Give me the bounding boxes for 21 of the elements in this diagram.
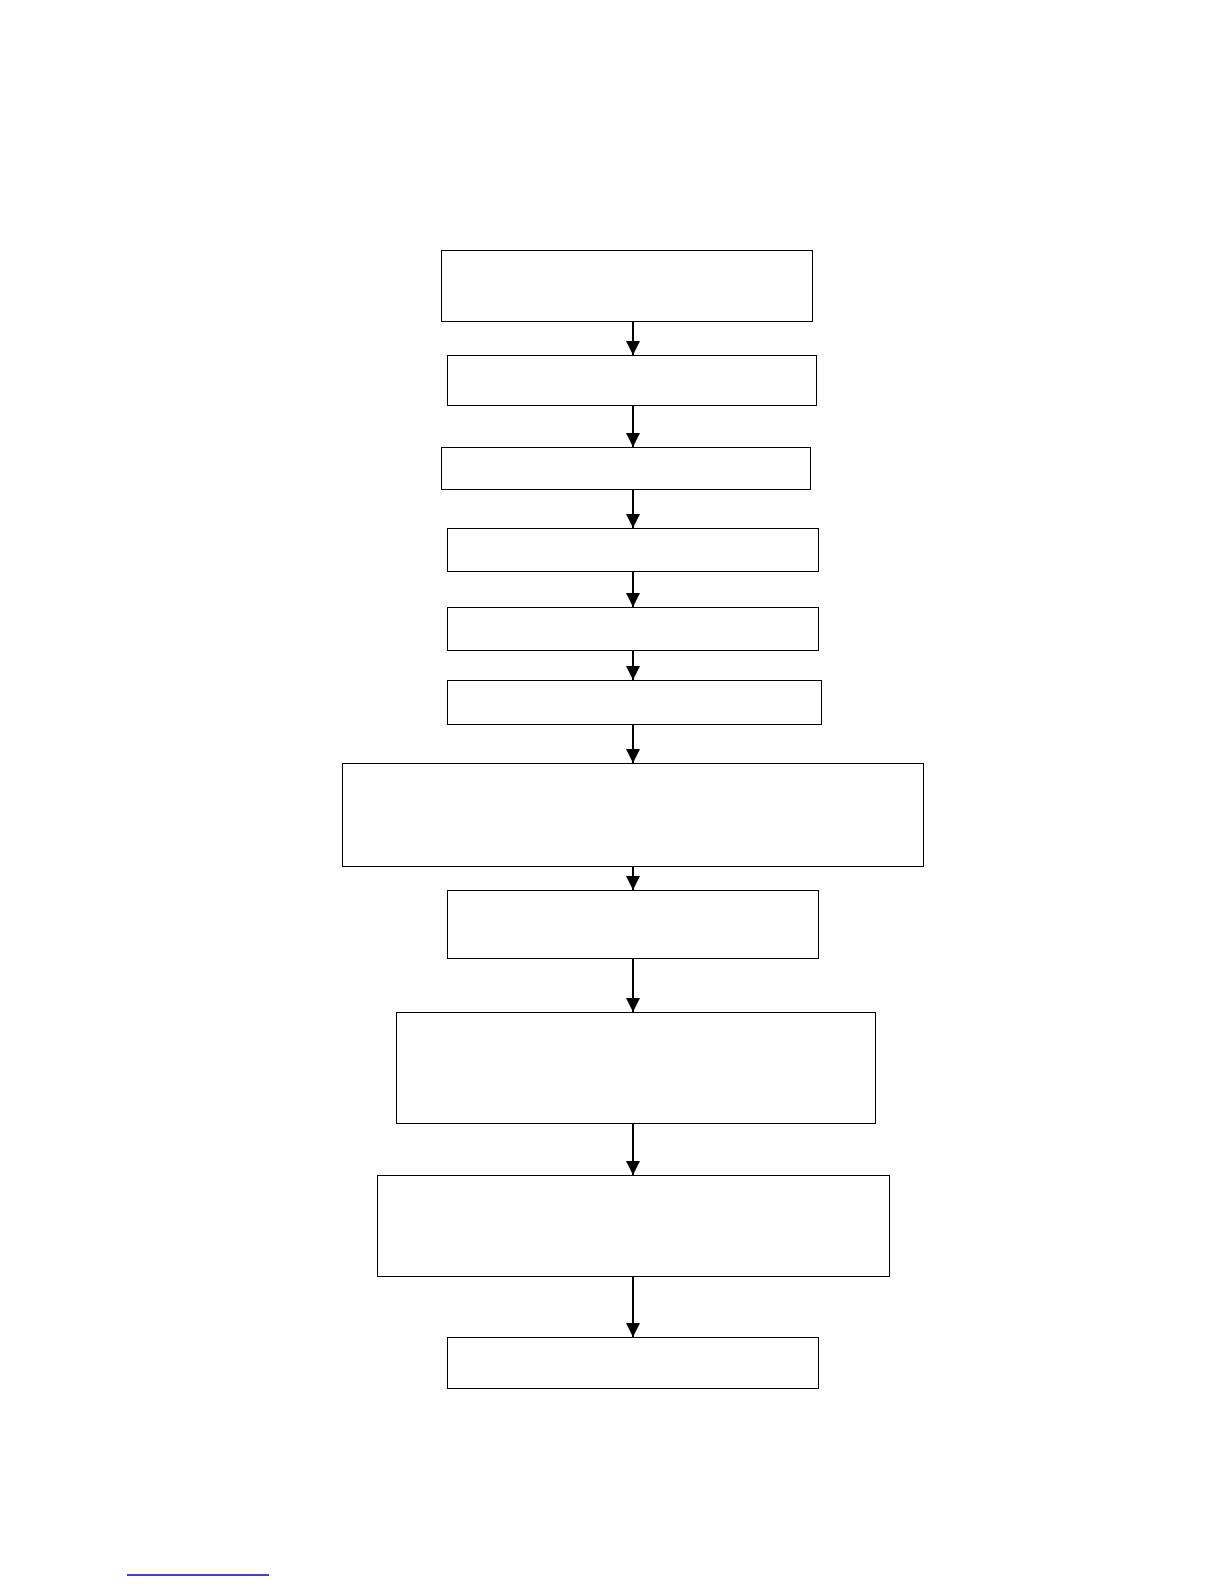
process-box bbox=[441, 250, 813, 322]
process-box bbox=[447, 1337, 819, 1389]
arrow bbox=[626, 321, 640, 356]
arrow bbox=[626, 650, 640, 681]
process-box bbox=[441, 447, 811, 490]
arrow bbox=[626, 489, 640, 529]
arrow bbox=[626, 958, 640, 1013]
process-box bbox=[447, 607, 819, 651]
process-box bbox=[342, 763, 924, 867]
process-box bbox=[447, 528, 819, 572]
arrow bbox=[626, 571, 640, 608]
arrow bbox=[626, 1276, 640, 1338]
process-box bbox=[447, 890, 819, 959]
arrow bbox=[626, 724, 640, 764]
arrow bbox=[626, 1123, 640, 1176]
arrow bbox=[626, 866, 640, 891]
arrow bbox=[626, 405, 640, 448]
process-box bbox=[447, 680, 822, 725]
process-box bbox=[377, 1175, 890, 1277]
process-box bbox=[396, 1012, 876, 1124]
process-box bbox=[447, 355, 817, 406]
